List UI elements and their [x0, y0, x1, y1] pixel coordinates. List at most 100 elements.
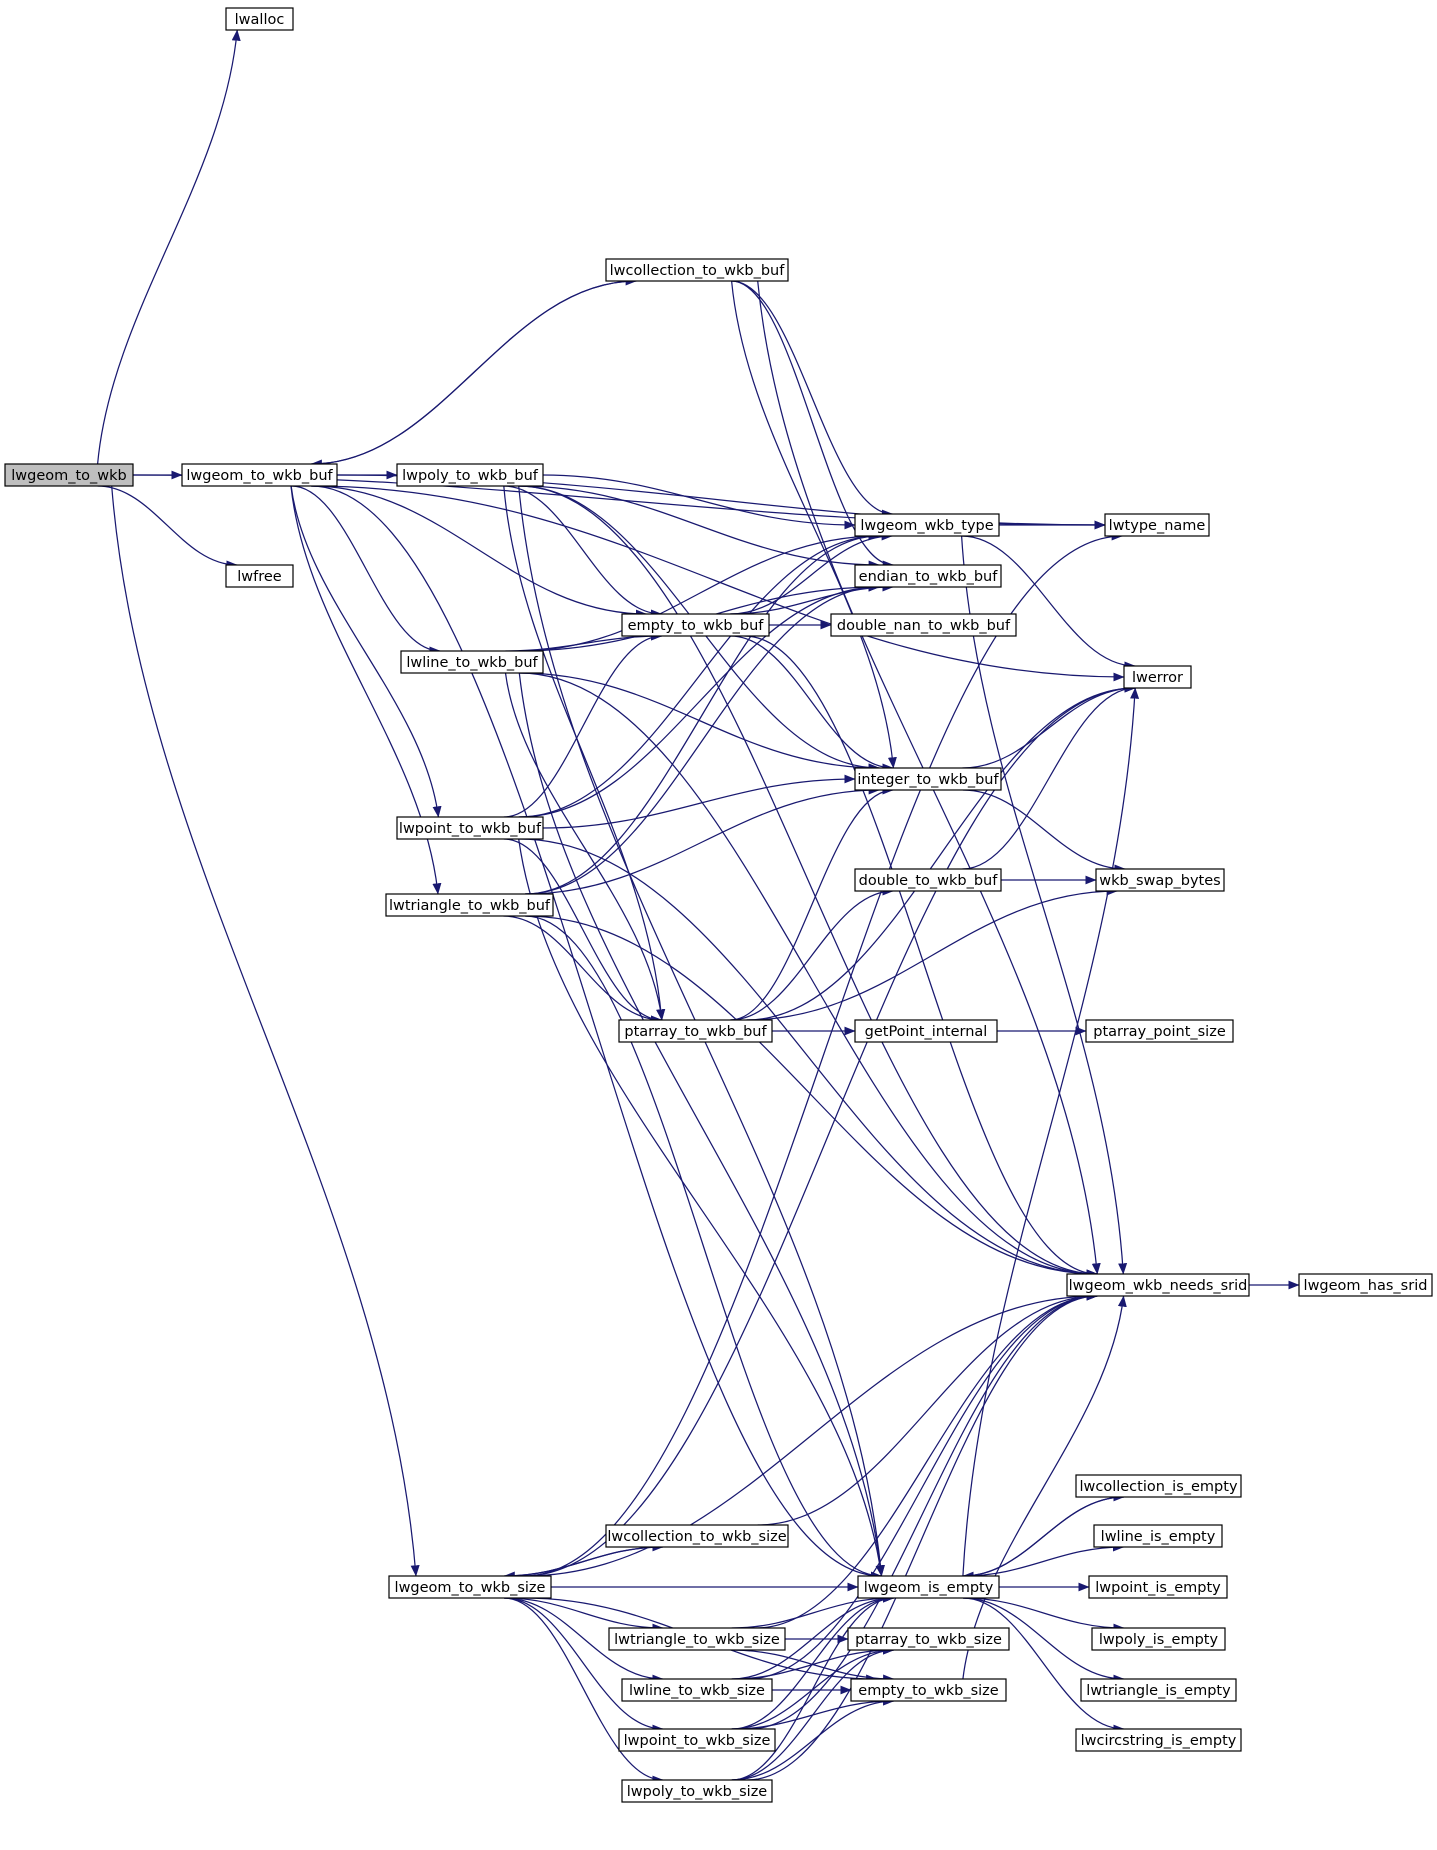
node-lwpoly-to-wkb-buf[interactable]: lwpoly_to_wkb_buf: [396, 463, 544, 487]
edges-layer: [96, 29, 1300, 1785]
edge: [730, 886, 894, 1021]
edge-lwpoly-to-wkb-buf-to-lwgeom-wkb-needs-srid: [518, 485, 1098, 1279]
node-lwline-is-empty[interactable]: lwline_is_empty: [1093, 1524, 1223, 1548]
node-lwpoly-to-wkb-size[interactable]: lwpoly_to_wkb_size: [621, 1779, 773, 1803]
node-lwcircstring-is-empty[interactable]: lwcircstring_is_empty: [1075, 1728, 1242, 1752]
edge: [731, 1593, 895, 1629]
node-lwtriangle-to-wkb-buf[interactable]: lwtriangle_to_wkb_buf: [385, 893, 554, 917]
node-lwtriangle-is-empty[interactable]: lwtriangle_is_empty: [1080, 1678, 1237, 1702]
node-lwpoint-to-wkb-size[interactable]: lwpoint_to_wkb_size: [618, 1728, 776, 1752]
edge-lwgeom-to-wkb-buf-to-lwerror: [311, 485, 1125, 682]
node-lwline-to-wkb-size[interactable]: lwline_to_wkb_size: [621, 1678, 773, 1702]
edge: [525, 915, 1098, 1279]
node-lwpoly-is-empty[interactable]: lwpoly_is_empty: [1091, 1627, 1226, 1651]
edge-lwpoint-to-wkb-buf-to-endian-to-wkb-buf: [518, 582, 880, 818]
node-lwcollection-is-empty[interactable]: lwcollection_is_empty: [1075, 1474, 1242, 1498]
node-label: lwpoint_to_wkb_buf: [399, 821, 542, 837]
node-label: lwgeom_to_wkb_size: [395, 1580, 546, 1596]
node-lwfree[interactable]: lwfree: [225, 564, 294, 588]
edge-lwgeom-to-wkb-buf-to-empty-to-wkb-buf: [311, 485, 648, 619]
node-lwtriangle-to-wkb-size[interactable]: lwtriangle_to_wkb_size: [608, 1627, 786, 1651]
node-lwgeom-wkb-type[interactable]: lwgeom_wkb_type: [854, 513, 1000, 537]
edge-lwline-to-wkb-buf-to-empty-to-wkb-buf: [505, 631, 663, 652]
node-lwgeom-wkb-needs-srid[interactable]: lwgeom_wkb_needs_srid: [1066, 1273, 1250, 1297]
node-box: [1095, 868, 1225, 892]
edge: [744, 635, 1098, 1279]
node-getPoint-internal[interactable]: getPoint_internal: [854, 1019, 998, 1043]
node-lwgeom-to-wkb[interactable]: lwgeom_to_wkb: [4, 463, 134, 487]
edge-lwtriangle-to-wkb-buf-to-endian-to-wkb-buf: [525, 582, 880, 895]
node-double-nan-to-wkb-buf[interactable]: double_nan_to_wkb_buf: [830, 613, 1017, 637]
node-lwcollection-to-wkb-size[interactable]: lwcollection_to_wkb_size: [605, 1524, 789, 1548]
node-label: lwtriangle_is_empty: [1086, 1683, 1231, 1699]
edge-lwtriangle-to-wkb-buf-to-ptarray-to-wkb-buf: [503, 915, 663, 1025]
node-double-to-wkb-buf[interactable]: double_to_wkb_buf: [854, 868, 1002, 892]
node-box: [608, 1627, 786, 1651]
edge: [504, 672, 666, 1021]
node-box: [396, 463, 544, 487]
edge-lwgeom-wkb-type-to-lwerror: [961, 535, 1136, 671]
node-label: lwcollection_to_wkb_buf: [610, 263, 786, 279]
edge: [962, 687, 1140, 1577]
node-empty-to-wkb-size[interactable]: empty_to_wkb_size: [850, 1678, 1007, 1702]
edge: [961, 535, 1136, 671]
node-lwpoint-is-empty[interactable]: lwpoint_is_empty: [1088, 1575, 1228, 1599]
edge-empty-to-wkb-buf-to-endian-to-wkb-buf: [730, 582, 894, 615]
node-box: [1075, 1728, 1242, 1752]
node-label: lwline_to_wkb_buf: [406, 655, 538, 671]
edge-lwline-to-wkb-size-to-lwgeom-wkb-needs-srid: [746, 1291, 1098, 1680]
node-ptarray-to-wkb-buf[interactable]: ptarray_to_wkb_buf: [618, 1019, 773, 1043]
node-lwgeom-has-srid[interactable]: lwgeom_has_srid: [1298, 1273, 1433, 1297]
node-box: [830, 613, 1017, 637]
node-lwpoint-to-wkb-buf[interactable]: lwpoint_to_wkb_buf: [396, 816, 544, 840]
edge: [730, 582, 894, 615]
node-lwgeom-to-wkb-buf[interactable]: lwgeom_to_wkb_buf: [181, 463, 338, 487]
edge: [505, 631, 663, 652]
edge: [503, 1546, 664, 1581]
node-wkb-swap-bytes[interactable]: wkb_swap_bytes: [1095, 868, 1225, 892]
node-box: [388, 1575, 552, 1599]
edge: [291, 485, 441, 656]
edge-lwtriangle-to-wkb-buf-to-lwgeom-wkb-type: [525, 531, 880, 895]
edge-lwcollection-to-wkb-buf-to-lwgeom-wkb-type: [731, 280, 894, 519]
edge-lwline-to-wkb-buf-to-lwgeom-wkb-needs-srid: [519, 672, 1098, 1279]
edge: [962, 1597, 1125, 1734]
edge: [962, 789, 1126, 874]
node-label: lwtype_name: [1109, 518, 1206, 534]
edge: [311, 485, 1125, 682]
node-integer-to-wkb-buf[interactable]: integer_to_wkb_buf: [854, 767, 1002, 791]
node-lwtype-name[interactable]: lwtype_name: [1104, 513, 1210, 537]
node-lwalloc[interactable]: lwalloc: [225, 7, 294, 31]
edge-lwpoint-to-wkb-size-to-lwgeom-wkb-needs-srid: [748, 1291, 1098, 1730]
node-lwcollection-to-wkb-buf[interactable]: lwcollection_to_wkb_buf: [605, 258, 789, 282]
node-endian-to-wkb-buf[interactable]: endian_to_wkb_buf: [854, 564, 1002, 588]
node-box: [854, 868, 1002, 892]
node-ptarray-to-wkb-size[interactable]: ptarray_to_wkb_size: [847, 1627, 1010, 1651]
node-label: lwgeom_to_wkb_buf: [186, 468, 333, 484]
edge: [542, 474, 856, 530]
edge: [523, 1291, 1098, 1577]
node-label: lwpoly_to_wkb_size: [627, 1784, 768, 1800]
node-lwerror[interactable]: lwerror: [1123, 665, 1192, 689]
edge-lwgeom-to-wkb-to-lwalloc: [96, 29, 241, 465]
edge: [290, 485, 442, 818]
edge-lwgeom-is-empty-to-lwerror: [962, 687, 1140, 1577]
edge-lwpoly-to-wkb-size-to-ptarray-to-wkb-size: [731, 1645, 895, 1781]
edge: [518, 485, 880, 570]
edge: [731, 1593, 895, 1730]
edge: [731, 1593, 895, 1781]
node-lwgeom-to-wkb-size[interactable]: lwgeom_to_wkb_size: [388, 1575, 552, 1599]
node-empty-to-wkb-buf[interactable]: empty_to_wkb_buf: [621, 613, 770, 637]
edge: [730, 635, 894, 773]
node-ptarray-point-size[interactable]: ptarray_point_size: [1085, 1019, 1234, 1043]
edge-lwpoly-to-wkb-size-to-lwgeom-wkb-needs-srid: [746, 1291, 1098, 1781]
edge-lwtriangle-to-wkb-buf-to-lwgeom-is-empty: [525, 915, 883, 1581]
node-lwline-to-wkb-buf[interactable]: lwline_to_wkb_buf: [400, 650, 544, 674]
edge-lwtriangle-to-wkb-buf-to-lwgeom-wkb-needs-srid: [525, 915, 1098, 1279]
node-box: [385, 893, 554, 917]
node-label: endian_to_wkb_buf: [859, 569, 999, 585]
edge-lwpoint-to-wkb-size-to-lwgeom-is-empty: [731, 1593, 895, 1730]
edge: [518, 838, 1098, 1279]
node-lwgeom-is-empty[interactable]: lwgeom_is_empty: [857, 1575, 1000, 1599]
node-box: [225, 7, 294, 31]
